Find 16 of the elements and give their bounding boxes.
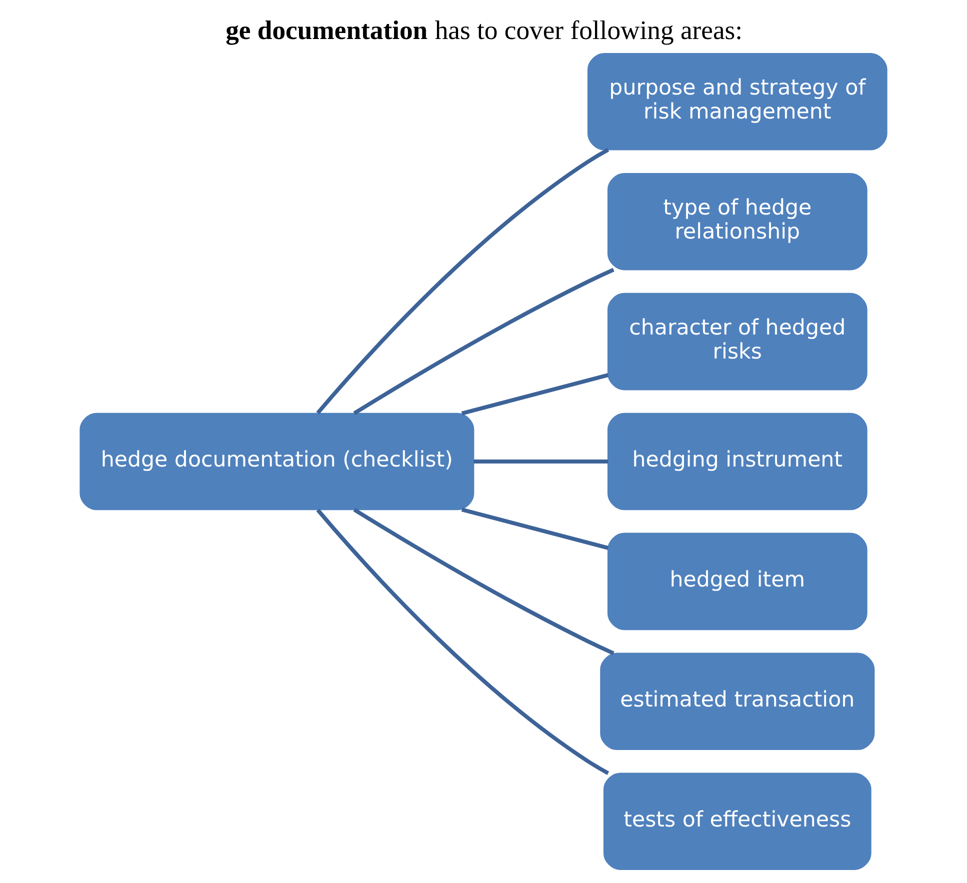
diagram-title: ge documentation has to cover following areas: [226,15,743,45]
node-box: estimated transaction [600,652,875,750]
node-box: tests of effectiveness [603,772,872,870]
connector [461,508,609,550]
node-box: type of hedge relationship [607,172,868,270]
node-box: hedged item [607,532,868,630]
node-box: purpose and strategy of risk management [587,53,888,150]
connector [316,508,610,775]
node-box: hedge documentation (checklist) [80,412,474,510]
connector [353,508,614,656]
connector [461,373,609,416]
connector [316,148,610,414]
connector [474,460,608,464]
node-box: hedging instrument [607,412,868,510]
connector [353,268,614,415]
node-box: character of hedged risks [607,292,868,390]
